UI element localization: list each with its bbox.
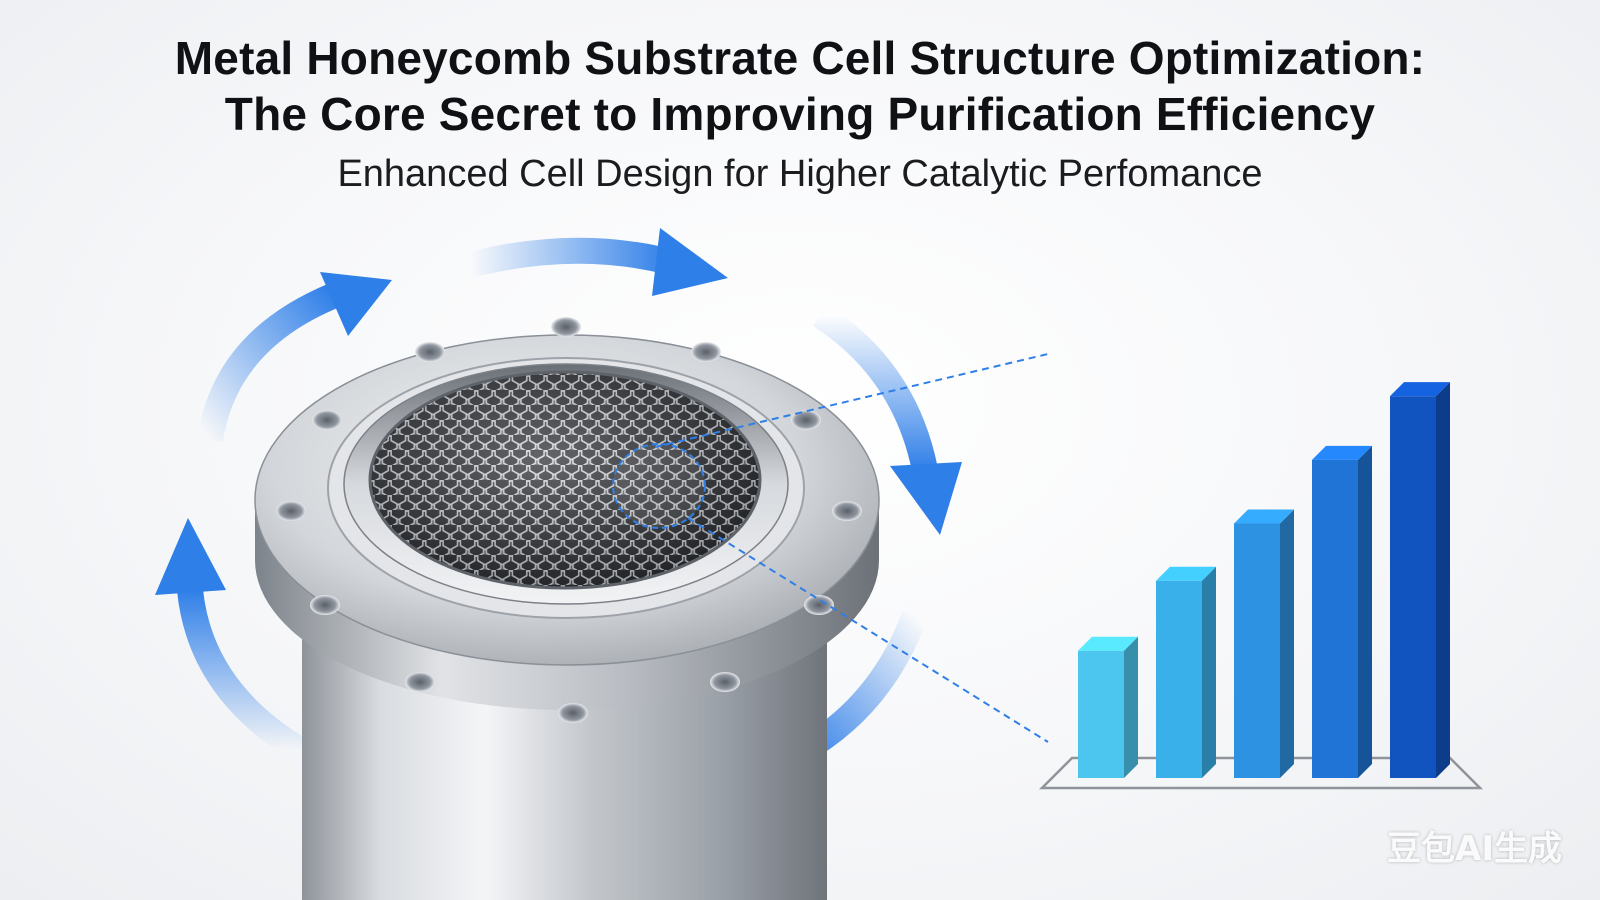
zoom-connector-lines [654,353,1049,743]
chart-bar-front [1156,580,1202,778]
page-subtitle: Enhanced Cell Design for Higher Catalyti… [337,153,1263,195]
chart-bar [1156,566,1216,778]
chart-bar-side [1436,382,1450,778]
flow-arrow-icon [177,588,307,762]
chart-bar-top [1078,636,1138,651]
header: Metal Honeycomb Substrate Cell Structure… [0,30,1600,196]
title-line-2: The Core Secret to Improving Purificatio… [224,88,1376,140]
arrowhead-icon [320,272,392,336]
chart-bar-front [1234,523,1280,778]
flow-arrow-icon [466,237,674,278]
bolt-holes [276,317,862,723]
arrowhead-icon [652,228,728,296]
chart-bar-top [1156,566,1216,581]
chart-bar-front [1078,650,1124,778]
magnifier-circle [612,443,706,529]
chart-bar-front [1312,459,1358,778]
title-line-1: Metal Honeycomb Substrate Cell Structure… [174,32,1426,84]
chart-bar-side [1202,566,1216,778]
chart-bar-side [1280,509,1294,778]
chart-bar-top [1234,509,1294,524]
efficiency-bar-chart [1038,382,1484,790]
chart-bar [1078,636,1138,778]
chart-bar-front [1390,396,1436,778]
chart-bar-top [1312,445,1372,460]
flow-arrow-icon [812,304,938,473]
chart-bar-side [1358,445,1372,778]
page-title: Metal Honeycomb Substrate Cell Structure… [0,30,1600,142]
arrowhead-icon [890,462,962,535]
chart-bar [1390,382,1450,778]
chart-bar [1234,509,1294,778]
chart-bar [1312,445,1372,778]
metal-honeycomb-substrate-icon [254,317,880,900]
arrowhead-icon [155,518,226,595]
watermark-text: 豆包AI生成 [1387,829,1562,869]
chart-bar-top [1390,382,1450,397]
flow-arrow-icon [197,282,341,443]
chart-bar-side [1124,636,1138,778]
